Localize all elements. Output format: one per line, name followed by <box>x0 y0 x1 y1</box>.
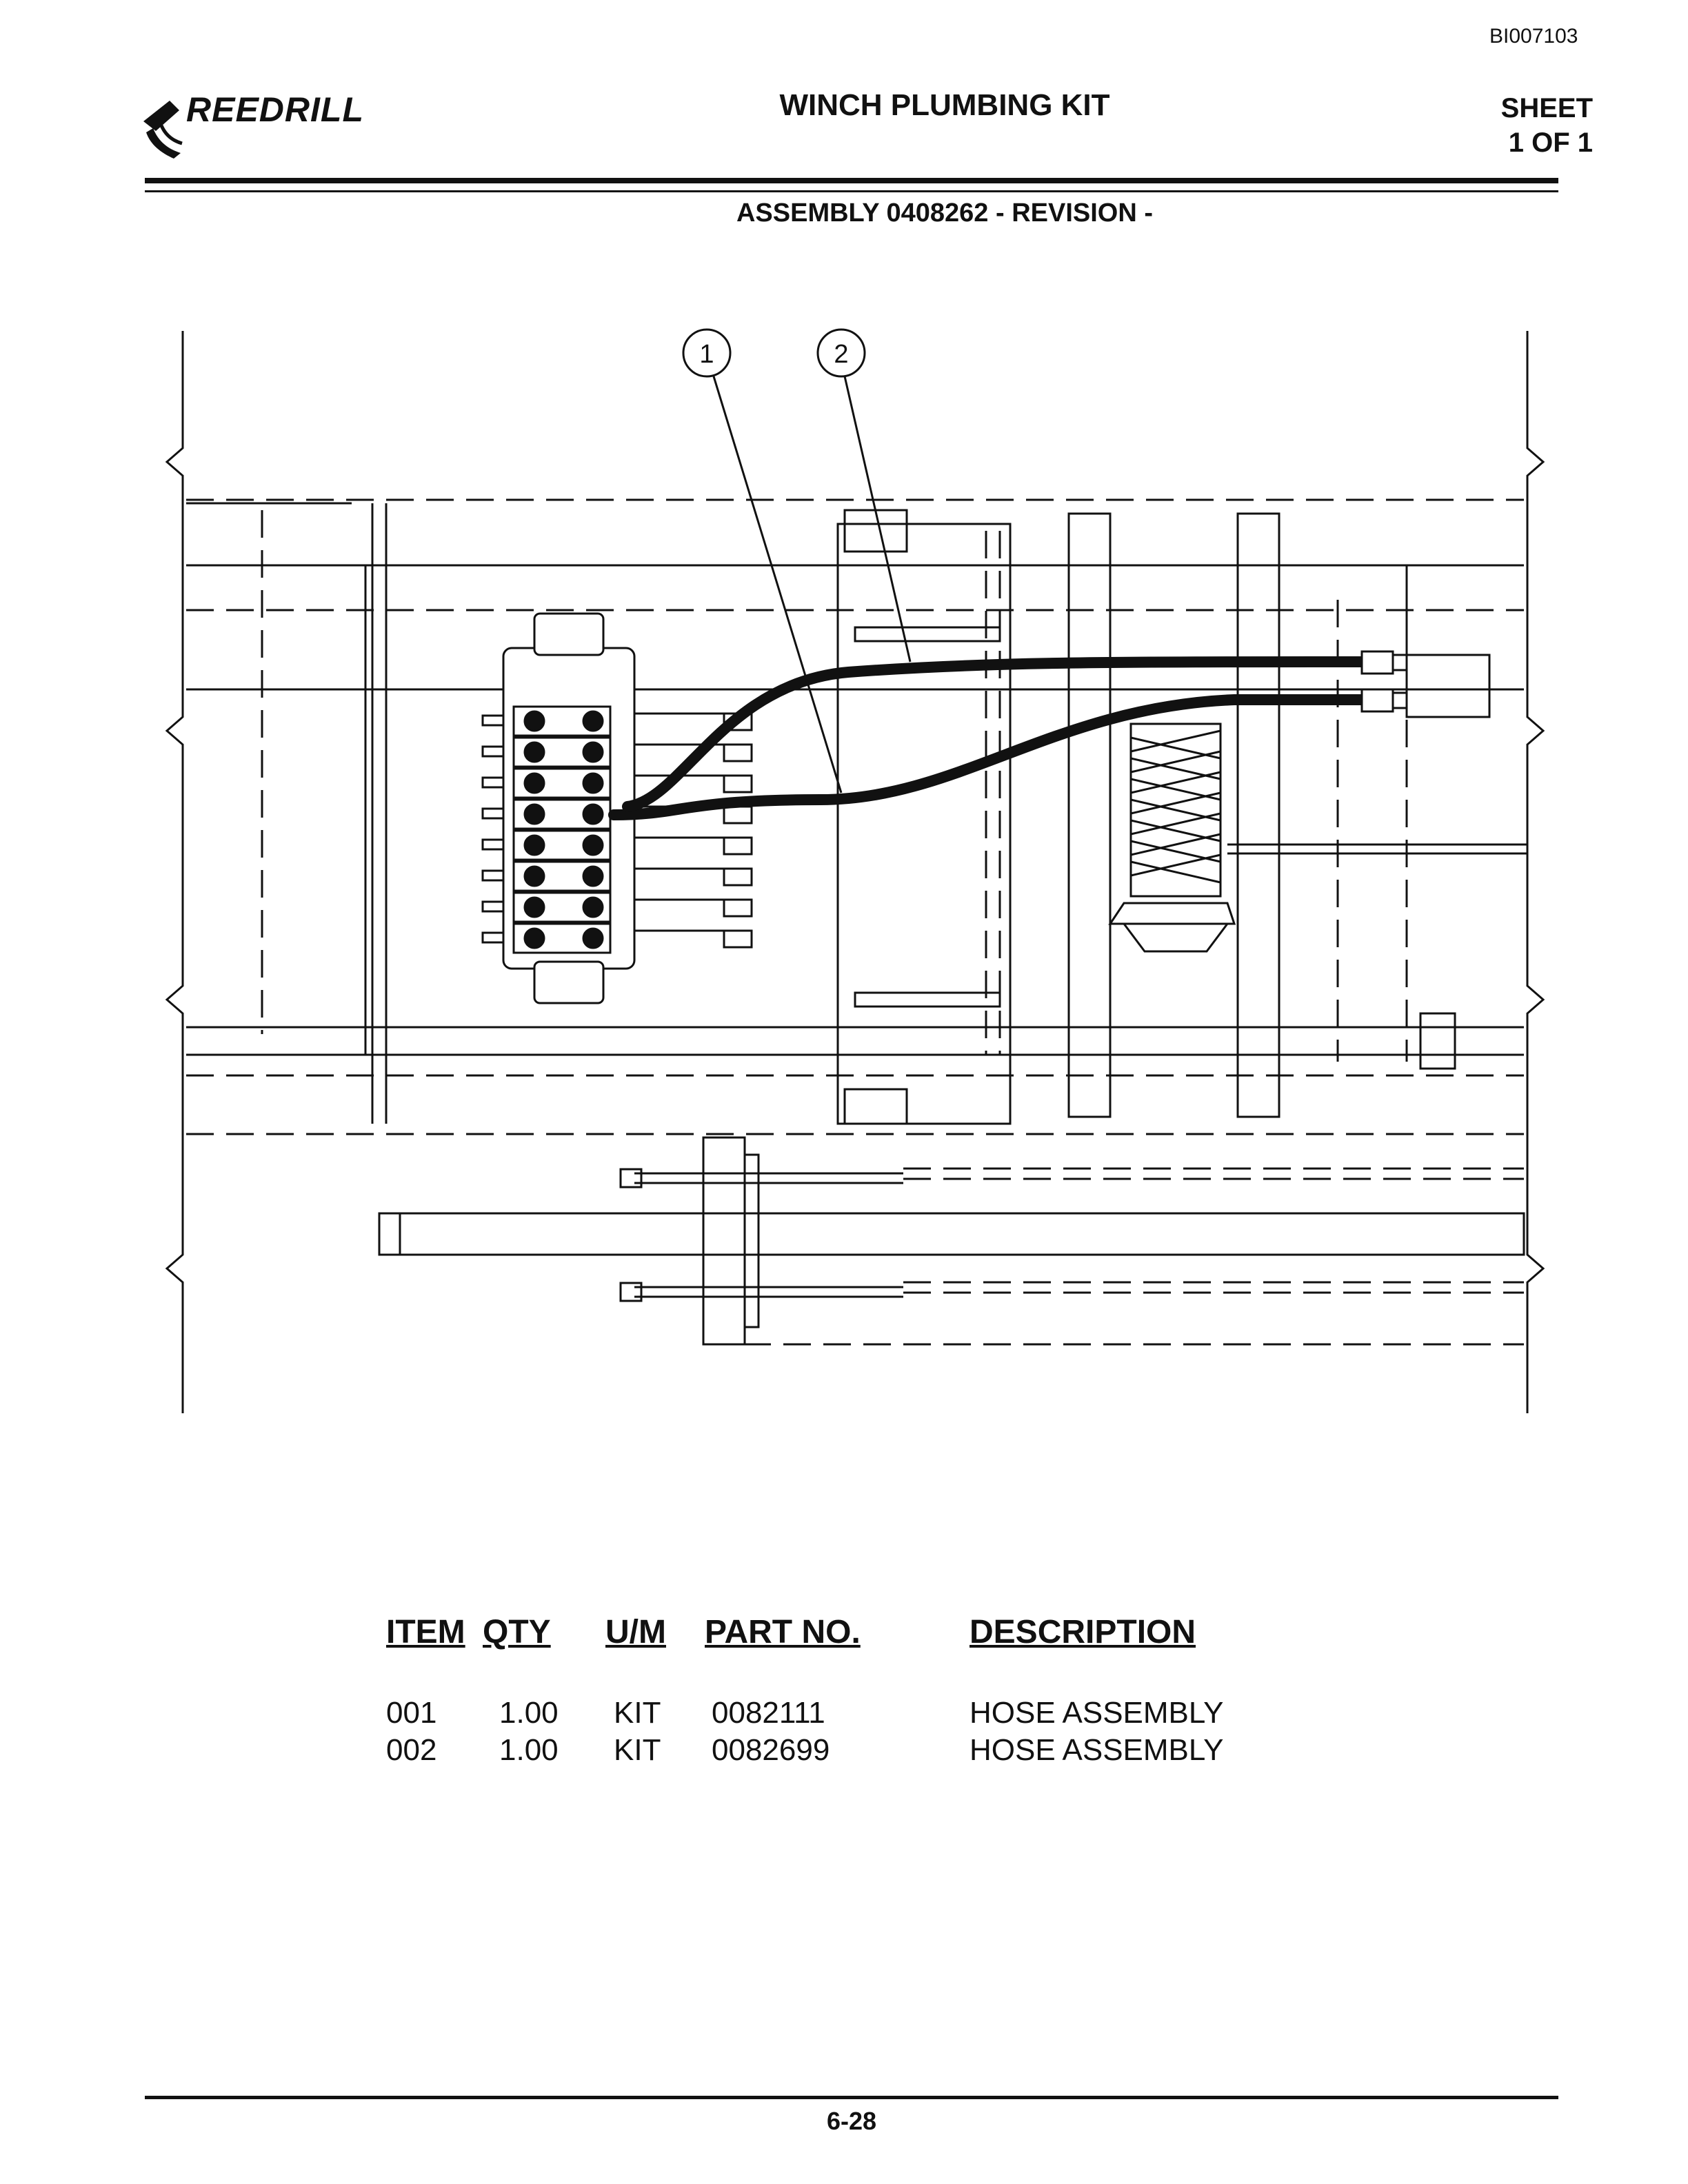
left-break-line <box>165 331 184 1413</box>
callout-2: 2 <box>816 328 912 663</box>
description-cell: HOSE ASSEMBLY <box>969 1733 1224 1767</box>
column-header-qty: QTY <box>483 1614 551 1650</box>
sheet-indicator: SHEET 1 OF 1 <box>1434 91 1593 160</box>
sheet-label: SHEET <box>1500 93 1593 123</box>
hydraulic-hoses <box>608 656 1371 820</box>
right-break-line <box>1526 331 1545 1413</box>
reedrill-logo: REEDRILL <box>138 87 386 163</box>
item-cell: 002 <box>386 1733 437 1767</box>
part-no-cell: 0082111 <box>712 1696 825 1730</box>
drill-bit-icon <box>143 101 183 159</box>
callout-1: 1 <box>682 328 843 793</box>
column-header-item: ITEM <box>386 1614 465 1650</box>
callout-2-label: 2 <box>834 340 848 369</box>
hose-assembly-1 <box>608 694 1371 820</box>
valve-ports <box>523 710 604 949</box>
um-cell: KIT <box>614 1733 661 1767</box>
frame-members <box>186 502 1525 1346</box>
header-rule-thick <box>145 178 1558 183</box>
page-title: WINCH PLUMBING KIT <box>779 88 1110 122</box>
header-rule-thin <box>145 190 1558 192</box>
hose-fittings <box>1360 650 1408 713</box>
hose-assembly-2 <box>622 656 1371 812</box>
um-cell: KIT <box>614 1696 661 1730</box>
part-no-cell: 0082699 <box>712 1733 830 1767</box>
callout-1-label: 1 <box>699 340 714 369</box>
winch-drum <box>1108 722 1527 953</box>
assembly-line: ASSEMBLY 0408262 - REVISION - <box>736 199 1154 228</box>
table-row: 001 1.00 KIT 0082111 HOSE ASSEMBLY <box>386 1696 1352 1737</box>
qty-cell: 1.00 <box>499 1696 559 1730</box>
item-cell: 001 <box>386 1696 437 1730</box>
column-header-description: DESCRIPTION <box>969 1614 1196 1650</box>
logo-wordmark: REEDRILL <box>186 90 364 129</box>
table-row: 002 1.00 KIT 0082699 HOSE ASSEMBLY <box>386 1733 1352 1775</box>
winch-plumbing-drawing: 1 2 <box>165 328 1545 1413</box>
footer-rule <box>145 2096 1558 2099</box>
qty-cell: 1.00 <box>499 1733 559 1767</box>
sheet-value: 1 OF 1 <box>1508 128 1593 158</box>
column-header-part-no: PART NO. <box>705 1614 861 1650</box>
document-id: BI007103 <box>1489 25 1578 48</box>
description-cell: HOSE ASSEMBLY <box>969 1696 1224 1730</box>
column-header-um: U/M <box>605 1614 666 1650</box>
page-number: 6-28 <box>826 2107 877 2135</box>
